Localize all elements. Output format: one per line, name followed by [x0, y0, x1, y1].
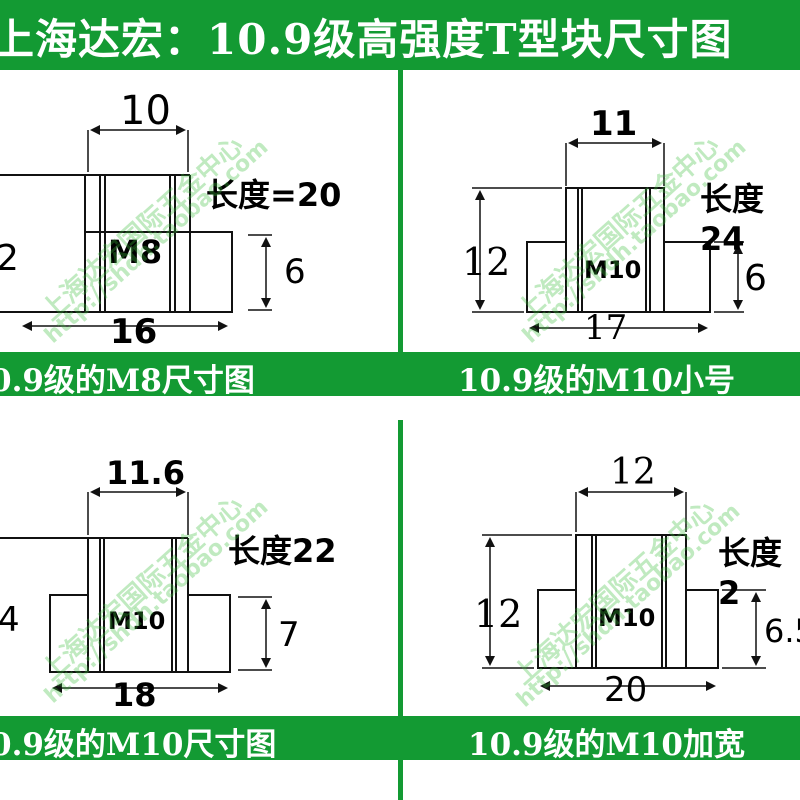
thread-label: M10: [584, 256, 642, 284]
dim-left-height: 12: [462, 240, 511, 284]
dim-bottom-width: 17: [584, 308, 628, 348]
dim-length: 长度2: [718, 534, 783, 612]
thread-label: M10: [108, 607, 166, 635]
dim-top-width: 11.6: [106, 454, 185, 492]
dim-length: 长度=20: [206, 176, 342, 214]
dim-right-height: 6.5: [764, 612, 800, 650]
caption-m8: 0.9级的M8尺寸图: [0, 363, 255, 396]
dim-top-width: 12: [610, 452, 656, 493]
caption-band-top: 0.9级的M8尺寸图 10.9级的M10小号: [0, 352, 800, 396]
dim-left-height: 4: [0, 600, 20, 640]
caption-band-bottom: 0.9级的M10尺寸图 10.9级的M10加宽: [0, 716, 800, 760]
thread-label: M8: [108, 233, 163, 271]
dim-left-height: 2: [0, 238, 19, 279]
dim-top-width: 11: [590, 104, 638, 144]
dim-bottom-width: 20: [604, 670, 648, 710]
divider-bottom: [398, 420, 403, 800]
page-title: 上海达宏：10.9级高强度T型块尺寸图: [0, 15, 733, 64]
dim-bottom-width: 18: [112, 676, 157, 714]
dim-right-height: 6: [744, 258, 767, 299]
divider-top: [398, 70, 403, 370]
caption-m10: 0.9级的M10尺寸图: [0, 727, 277, 760]
caption-m10-small: 10.9级的M10小号: [458, 363, 735, 396]
dim-left-height: 12: [474, 592, 523, 636]
dim-right-height: 7: [278, 615, 300, 655]
dim-top-width: 10: [120, 88, 171, 134]
dim-length: 长度24: [700, 180, 765, 258]
dim-bottom-width: 16: [110, 312, 158, 352]
caption-m10-wide: 10.9级的M10加宽: [468, 727, 745, 760]
title-banner: 上海达宏：10.9级高强度T型块尺寸图: [0, 0, 800, 70]
thread-label: M10: [598, 604, 656, 632]
dim-length: 长度22: [228, 532, 337, 570]
dim-right-height: 6: [284, 252, 306, 292]
